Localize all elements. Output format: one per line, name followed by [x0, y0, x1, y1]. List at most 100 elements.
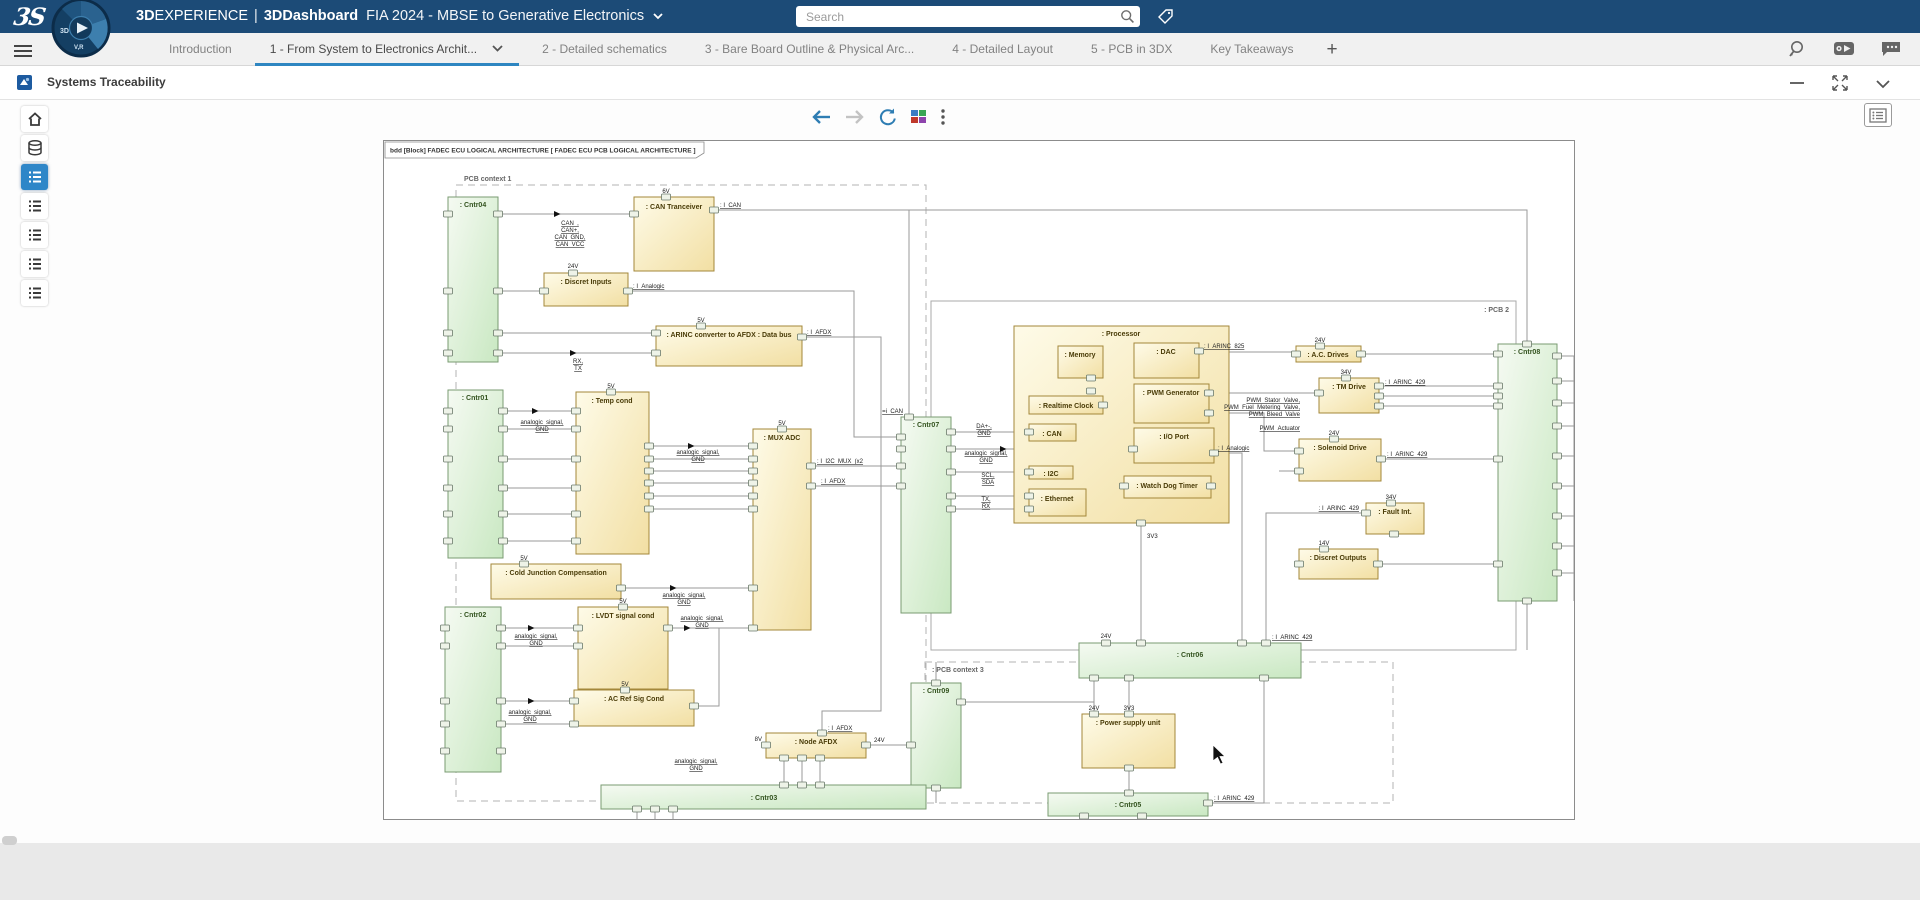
sidebar-rail — [21, 106, 48, 309]
scrollbar-thumb[interactable] — [2, 836, 17, 845]
tab-4-detailed-layout[interactable]: 4 - Detailed Layout — [952, 42, 1053, 56]
sidebar-item-database[interactable] — [21, 135, 48, 161]
svg-text:: I_AFDX: : I_AFDX — [821, 479, 845, 485]
app-name[interactable]: 3DDashboard — [263, 8, 359, 24]
svg-text:analogic_signal,: analogic_signal, — [662, 593, 705, 599]
dassault-logo[interactable]: 3S — [11, 2, 47, 31]
svg-text:: Cntr06: : Cntr06 — [1177, 652, 1204, 659]
add-tab-icon[interactable]: + — [1326, 38, 1338, 60]
maximize-icon[interactable] — [1830, 73, 1850, 98]
svg-text:RX,: RX, — [573, 359, 583, 365]
diagram-toolbar — [810, 107, 946, 132]
svg-text:bdd [Block] FADEC ECU LOGICAL: bdd [Block] FADEC ECU LOGICAL ARCHITECTU… — [390, 148, 696, 155]
svg-text:: I_ARINC_429: : I_ARINC_429 — [1319, 506, 1360, 512]
sidebar-item-list-2[interactable] — [21, 193, 48, 219]
back-icon[interactable] — [810, 109, 832, 130]
svg-text:5V: 5V — [619, 599, 626, 605]
sidebar-item-home[interactable] — [21, 106, 48, 132]
database-icon — [27, 140, 42, 156]
svg-text:analogic_signal,: analogic_signal, — [676, 450, 719, 456]
block-cold-junction: : Cold Junction Compensation — [490, 563, 622, 600]
svg-text:24V: 24V — [1315, 338, 1326, 344]
block-dac: : DAC — [1133, 342, 1200, 379]
svg-text:: Cntr04: : Cntr04 — [460, 202, 487, 209]
tab-key-takeaways[interactable]: Key Takeaways — [1210, 42, 1294, 56]
svg-text:analogic_signal,: analogic_signal, — [508, 710, 551, 716]
svg-text:TX,: TX, — [981, 497, 991, 503]
svg-text:: I_Analogic: : I_Analogic — [1218, 446, 1249, 452]
svg-text:: Discret Outputs: : Discret Outputs — [1310, 555, 1367, 562]
svg-text:GND: GND — [677, 600, 691, 606]
svg-text:: Cntr03: : Cntr03 — [751, 795, 778, 802]
svg-text:: Cntr09: : Cntr09 — [923, 688, 950, 695]
list-panel-icon[interactable] — [1864, 103, 1892, 127]
list-icon — [28, 200, 41, 212]
dashboard-chevron-icon[interactable] — [652, 0, 664, 33]
comments-icon[interactable] — [1880, 40, 1902, 63]
svg-text:: I/O Port: : I/O Port — [1159, 434, 1189, 441]
block-tm-drive: : TM Drive — [1318, 377, 1380, 414]
svg-text:: CAN: : CAN — [1042, 431, 1061, 438]
svg-text:: Cntr05: : Cntr05 — [1115, 802, 1142, 809]
svg-text:24V: 24V — [1101, 634, 1112, 640]
tag-icon[interactable] — [1156, 7, 1175, 31]
collapse-icon[interactable] — [1874, 77, 1892, 95]
svg-text:SDA: SDA — [982, 480, 994, 486]
kebab-icon[interactable] — [940, 108, 946, 131]
svg-text:: Discret Inputs: : Discret Inputs — [561, 279, 612, 286]
svg-text:: Watch Dog Timer: : Watch Dog Timer — [1136, 483, 1198, 490]
svg-text:: LVDT signal cond: : LVDT signal cond — [592, 613, 655, 620]
block-discret-inputs: : Discret Inputs — [543, 272, 629, 307]
svg-text:: I_ARINC_429: : I_ARINC_429 — [1387, 452, 1428, 458]
refresh-icon[interactable] — [878, 107, 898, 132]
diagram-canvas[interactable]: bdd [Block] FADEC ECU LOGICAL ARCHITECTU… — [383, 140, 1575, 821]
hamburger-icon[interactable] — [14, 42, 32, 57]
tab-3-bare-board[interactable]: 3 - Bare Board Outline & Physical Arc... — [704, 42, 915, 56]
block-memory: : Memory — [1057, 345, 1104, 379]
minimize-icon[interactable] — [1788, 74, 1806, 97]
chevron-down-icon[interactable] — [491, 33, 504, 66]
svg-text:5V: 5V — [607, 384, 614, 390]
svg-text:: AC Ref Sig Cond: : AC Ref Sig Cond — [604, 696, 664, 703]
block-fault-int: : Fault Int. — [1365, 502, 1425, 535]
svg-text:: PWM Generator: : PWM Generator — [1143, 390, 1200, 397]
block-arinc-converter: : ARINC converter to AFDX : Data bus — [655, 325, 803, 367]
svg-text:: Ethernet: : Ethernet — [1041, 496, 1074, 503]
sidebar-item-list-3[interactable] — [21, 222, 48, 248]
svg-text:: Cntr01: : Cntr01 — [462, 395, 489, 402]
tab-introduction[interactable]: Introduction — [169, 42, 232, 56]
search-input[interactable] — [796, 6, 1140, 27]
svg-text:analogic_signal,: analogic_signal, — [680, 616, 723, 622]
svg-text:: I_ARINC_429: : I_ARINC_429 — [1385, 380, 1426, 386]
sidebar-item-list-5[interactable] — [21, 280, 48, 306]
tab-5-pcb-in-3dx[interactable]: 5 - PCB in 3DX — [1091, 42, 1173, 56]
diagram-blocks[interactable]: : Cntr04 : Cntr01 : Cntr02 : Cntr07 : Cn… — [444, 196, 1558, 817]
sidebar-item-list-4[interactable] — [21, 251, 48, 277]
svg-text:GND: GND — [977, 431, 991, 437]
experience-badge[interactable]: 3D V,R — [48, 0, 114, 63]
svg-text:CAN_,: CAN_, — [561, 221, 579, 227]
list-icon — [28, 258, 41, 270]
dashboard-title[interactable]: FIA 2024 - MBSE to Generative Electronic… — [366, 8, 645, 24]
svg-text:5V: 5V — [621, 682, 628, 688]
search-icon[interactable] — [1120, 9, 1135, 29]
tab-1-from-system[interactable]: 1 - From System to Electronics Archit... — [251, 33, 523, 66]
svg-text:PWM_Stator_Valve,: PWM_Stator_Valve, — [1246, 398, 1300, 404]
block-node-afdx: : Node AFDX — [765, 732, 867, 759]
forward-icon[interactable] — [844, 109, 866, 130]
svg-text:: Processor: : Processor — [1102, 331, 1141, 338]
sidebar-item-list-active[interactable] — [21, 164, 48, 190]
block-cntr05: : Cntr05 — [1047, 792, 1209, 817]
3dplay-icon[interactable] — [1832, 40, 1856, 63]
brand-separator: | — [254, 8, 258, 24]
svg-text:analogic_signal,: analogic_signal, — [964, 451, 1007, 457]
svg-text:GND: GND — [523, 717, 537, 723]
block-realtime-clock: : Realtime Clock — [1028, 395, 1104, 415]
svg-text:24V: 24V — [1329, 431, 1340, 437]
traceability-matrix-icon[interactable] — [910, 109, 928, 130]
tab-2-detailed-schematics[interactable]: 2 - Detailed schematics — [542, 42, 667, 56]
svg-text:: Power supply unit: : Power supply unit — [1096, 720, 1161, 727]
explore-search-icon[interactable] — [1788, 39, 1808, 64]
